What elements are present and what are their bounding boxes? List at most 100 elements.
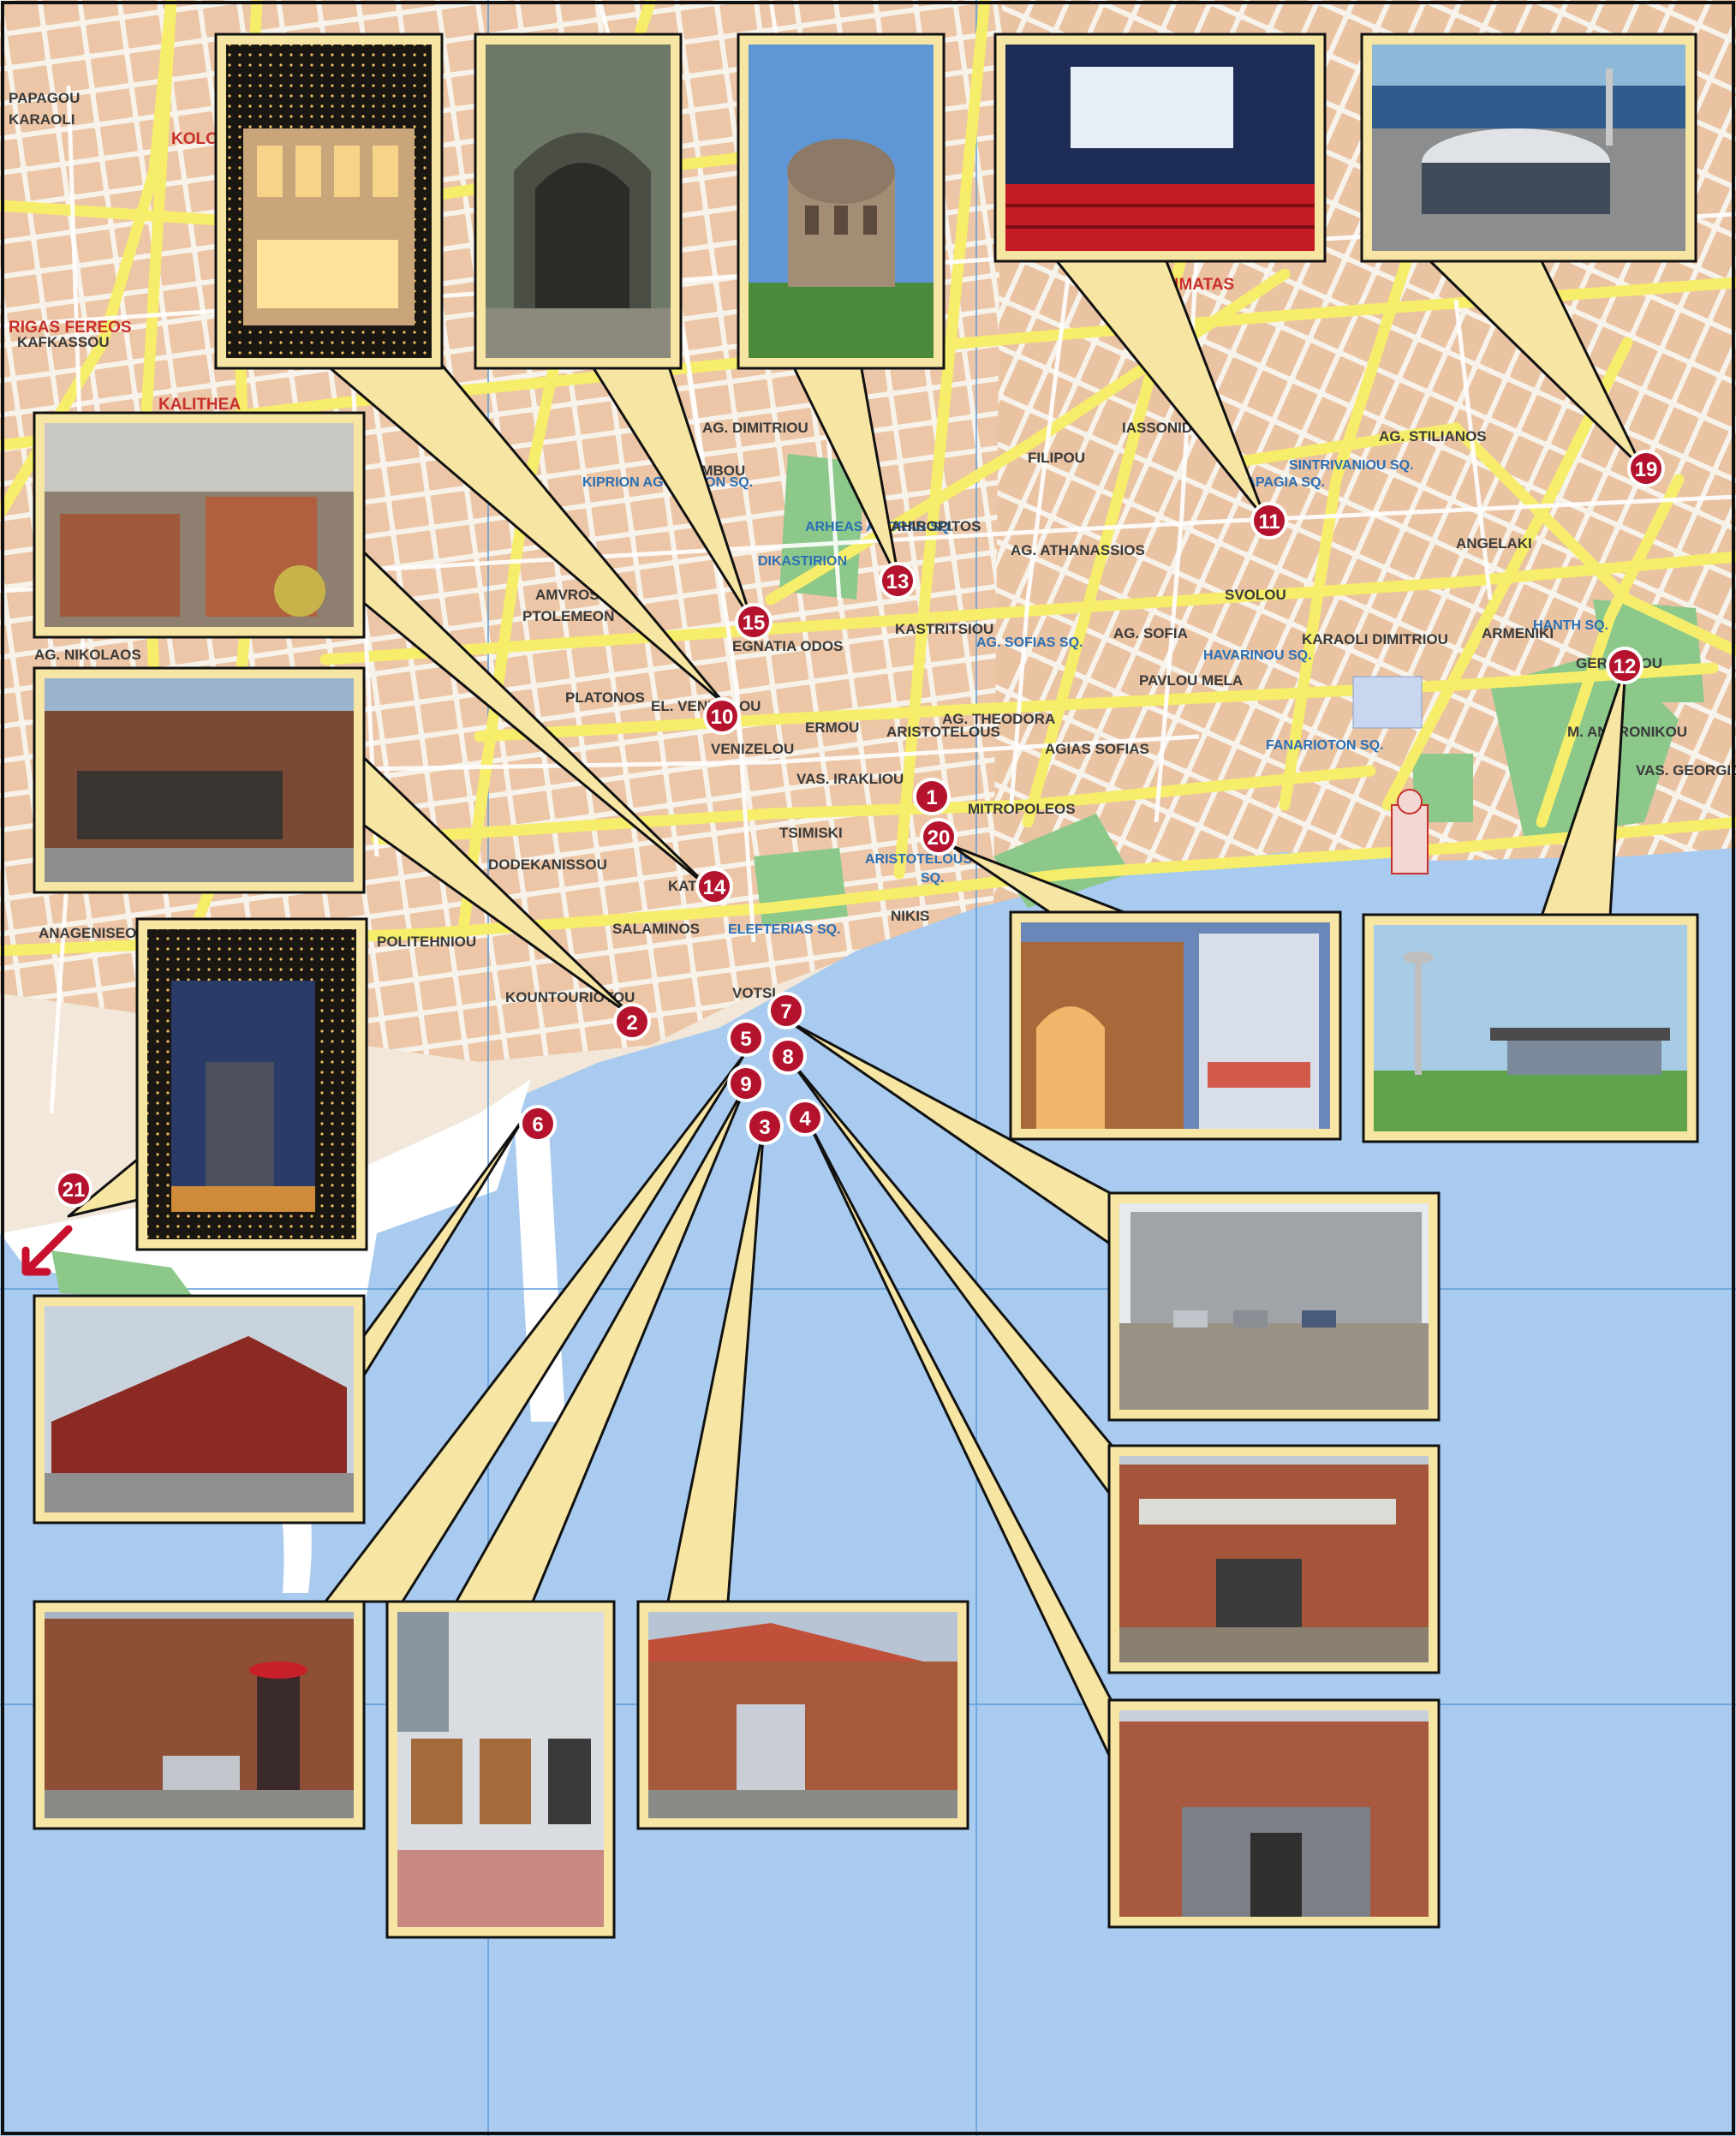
street-label: ARMENIKI xyxy=(1482,625,1554,641)
marker-label: 10 xyxy=(711,706,734,729)
marker-label: 20 xyxy=(928,826,951,850)
map-marker[interactable]: 15 xyxy=(735,603,773,641)
photo-callout[interactable] xyxy=(33,411,366,639)
map-marker[interactable]: 20 xyxy=(920,818,957,856)
street-label: DODEKANISSOU xyxy=(488,856,607,873)
district-label: KALITHEA xyxy=(158,396,241,414)
marker-label: 5 xyxy=(740,1028,751,1051)
street-label: M. ANDRONIKOU xyxy=(1567,724,1687,740)
photo-callout[interactable] xyxy=(33,1600,366,1830)
street-label: AG. SOFIA xyxy=(1113,625,1188,641)
map-marker[interactable]: 19 xyxy=(1627,450,1665,487)
map-marker[interactable]: 21 xyxy=(55,1170,92,1208)
street-label: MITROPOLEOS xyxy=(968,801,1076,817)
photo-callout[interactable] xyxy=(636,1600,969,1830)
marker-label: 12 xyxy=(1614,655,1637,678)
map-marker[interactable]: 8 xyxy=(769,1037,807,1075)
photo-callout[interactable] xyxy=(474,33,683,370)
street-label: KAFKASSOU xyxy=(17,334,110,350)
street-label: AHIROPITOS xyxy=(891,518,981,534)
marker-label: 3 xyxy=(759,1116,770,1139)
street-label: PAPAGOU xyxy=(9,90,80,106)
marker-label: 9 xyxy=(740,1073,751,1096)
marker-label: 4 xyxy=(799,1107,811,1131)
square-labels: ARISTOTELOUS SQ. ELEFTERIAS SQ. AG. SOFI… xyxy=(582,458,1608,937)
street-label: EGNATIA ODOS xyxy=(732,638,843,654)
white-tower-symbol xyxy=(1391,789,1429,874)
map-marker[interactable]: 9 xyxy=(727,1065,765,1102)
street-label: TSIMISKI xyxy=(779,825,843,841)
street-label: SALAMINOS xyxy=(612,921,700,937)
marker-label: 7 xyxy=(780,1000,791,1023)
marker-label: 1 xyxy=(926,786,937,809)
square-label: ELEFTERIAS SQ. xyxy=(728,922,841,937)
street-label: ANAGENISEOS xyxy=(39,925,146,941)
square-label: PAPAGIA SQ. xyxy=(1238,475,1325,490)
map-marker[interactable]: 13 xyxy=(879,562,916,600)
photo-callout[interactable] xyxy=(1107,1444,1441,1674)
marker-label: 11 xyxy=(1258,510,1280,534)
street-label: AG. THEODORA xyxy=(942,711,1055,727)
square-label: SQ. xyxy=(921,871,945,886)
marker-label: 13 xyxy=(886,570,910,594)
photo-callout[interactable] xyxy=(385,1600,616,1939)
photo-callout[interactable] xyxy=(33,666,366,894)
street-label: VAS. IRAKLIOU xyxy=(796,771,904,787)
map-marker[interactable]: 5 xyxy=(727,1019,765,1057)
map-marker[interactable]: 10 xyxy=(703,697,741,735)
direction-arrow-icon xyxy=(21,1225,73,1276)
street-label: VOTSI xyxy=(732,985,776,1001)
street-label: PLATONOS xyxy=(565,689,645,706)
street-label: PAVLOU MELA xyxy=(1139,672,1243,689)
street-label: AG. STILIANOS xyxy=(1379,428,1487,445)
photo-callout[interactable] xyxy=(135,917,368,1251)
street-label: AG. ATHANASSIOS xyxy=(1011,542,1145,558)
street-label: SVOLOU xyxy=(1225,587,1286,603)
map-marker[interactable]: 12 xyxy=(1606,647,1644,684)
marker-label: 6 xyxy=(532,1113,543,1137)
street-label: ARISTOTELOUS xyxy=(886,724,1000,740)
square-label: DIKASTIRION xyxy=(758,554,847,569)
map-marker[interactable]: 2 xyxy=(613,1003,651,1041)
rotunda-symbol xyxy=(1352,676,1423,729)
photo-callout[interactable] xyxy=(1362,913,1699,1143)
venue-markers[interactable]: 1 20 2 3 4 5 6 7 8 9 10 11 12 13 14 15 1… xyxy=(55,450,1665,1208)
street-label: ERMOU xyxy=(805,719,859,736)
map-marker[interactable]: 3 xyxy=(746,1107,784,1145)
marker-label: 14 xyxy=(703,876,726,899)
street-label: AG. DIMITRIOU xyxy=(702,420,808,436)
photo-callout[interactable] xyxy=(214,33,444,370)
street-label: KASTRITSIOU xyxy=(895,621,993,637)
square-label: ARISTOTELOUS xyxy=(865,852,972,867)
district-label: RIGAS FEREOS xyxy=(9,319,132,337)
street-label: ANGELAKI xyxy=(1456,535,1532,552)
map-marker[interactable]: 4 xyxy=(786,1099,824,1137)
square-label: HANTH SQ. xyxy=(1533,618,1608,633)
district-label: KOLO xyxy=(171,130,218,148)
map-marker[interactable]: 14 xyxy=(695,868,733,905)
photo-callout[interactable] xyxy=(993,33,1327,263)
photo-callout[interactable] xyxy=(33,1294,366,1524)
street-label: KARAOLI xyxy=(9,111,75,128)
street-label: NIKIS xyxy=(891,908,929,924)
street-label: AG. NIKOLAOS xyxy=(34,647,141,663)
map-marker[interactable]: 7 xyxy=(767,992,805,1029)
map-marker[interactable]: 11 xyxy=(1250,502,1288,540)
photo-callout[interactable] xyxy=(1107,1698,1441,1929)
street-label: AGIAS SOFIAS xyxy=(1045,741,1149,757)
marker-label: 15 xyxy=(743,612,766,635)
marker-label: 19 xyxy=(1635,458,1658,481)
marker-label: 8 xyxy=(782,1046,793,1069)
map-marker[interactable]: 6 xyxy=(519,1105,557,1143)
street-label: FILIPOU xyxy=(1028,450,1085,466)
photo-callout[interactable] xyxy=(737,33,946,370)
photo-callout[interactable] xyxy=(1360,33,1697,263)
photo-callout[interactable] xyxy=(1107,1191,1441,1422)
marker-label: 21 xyxy=(63,1178,86,1202)
map-marker[interactable]: 1 xyxy=(913,778,951,815)
photo-callout[interactable] xyxy=(1009,910,1342,1141)
square-label: HAVARINOU SQ. xyxy=(1203,648,1312,663)
street-label: PTOLEMEON xyxy=(522,608,614,624)
